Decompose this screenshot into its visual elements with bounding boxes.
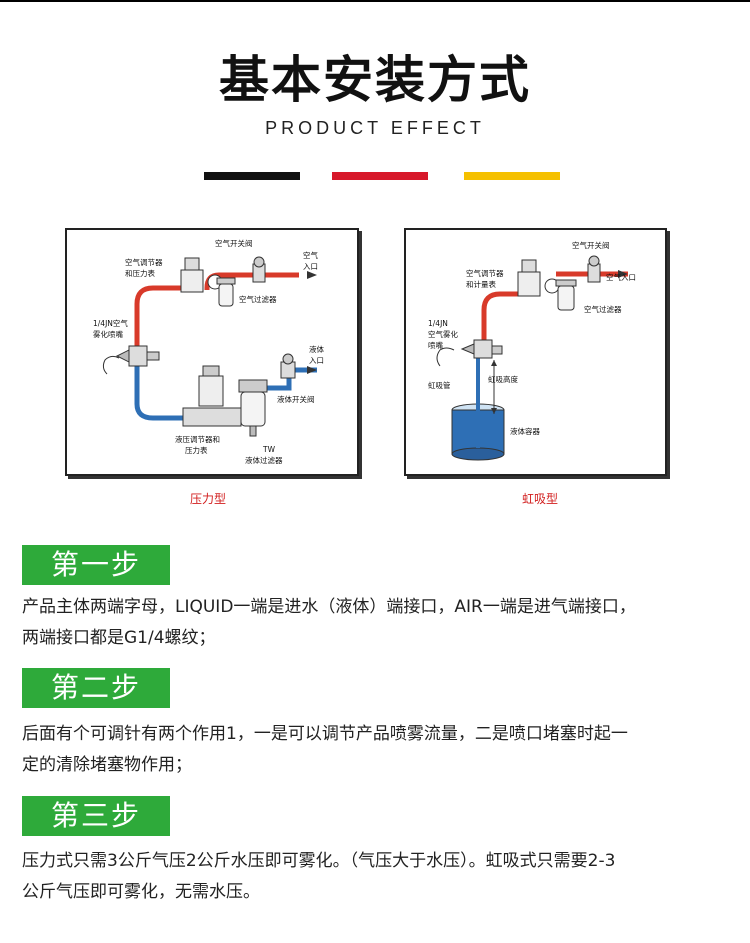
- page-subtitle: PRODUCT EFFECT: [265, 118, 485, 138]
- step-2-text: 后面有个可调针有两个作用1，一是可以调节产品喷雾流量，二是喷口堵塞时起一 定的清…: [22, 719, 738, 781]
- air-regulator-icon: [517, 259, 560, 297]
- label-nozzle-2: 雾化喷嘴: [93, 329, 123, 339]
- label-air-inlet-1: 空气: [303, 250, 318, 260]
- step-3-text-line2: 公斤气压即可雾化，无需水压。: [22, 882, 260, 902]
- pressure-diagram-svg: 空气开关阀 空气调节器 和压力表 空气 入口 空气过滤器 1/4JN空气 雾化喷…: [93, 238, 324, 465]
- label-liquid-regulator-2: 压力表: [185, 445, 208, 455]
- label-liquid-filter-1: TW: [262, 445, 276, 454]
- air-pipe-down: [134, 285, 182, 348]
- label-liquid-regulator-1: 液压调节器和: [175, 434, 220, 444]
- liquid-regulator-icon: [182, 365, 242, 427]
- step-2-text-line1: 后面有个可调针有两个作用1，一是可以调节产品喷雾流量，二是喷口堵塞时起一: [22, 724, 628, 744]
- label-liquid-inlet-2: 入口: [309, 356, 324, 365]
- step-1-text: 产品主体两端字母，LIQUID一端是进水（液体）端接口，AIR一端是进气端接口，…: [22, 592, 738, 654]
- hand-icon-left: [102, 355, 120, 375]
- label-liquid-valve: 液体开关阀: [277, 394, 315, 404]
- top-divider-line: [0, 0, 750, 2]
- air-filter-icon: [555, 279, 577, 311]
- nozzle-icon: [460, 339, 503, 359]
- label-air-filter: 空气过滤器: [239, 294, 277, 304]
- label-liquid-filter-2: 液体过滤器: [245, 455, 283, 465]
- label-nozzle-2: 空气雾化: [428, 329, 458, 339]
- label-air-regulator-2: 和计量表: [466, 279, 496, 289]
- label-nozzle-1: 1/4JN空气: [93, 318, 128, 328]
- label-air-filter: 空气过滤器: [584, 304, 622, 314]
- step-3-badge: 第三步: [22, 796, 170, 836]
- label-air-valve: 空气开关阀: [215, 238, 253, 248]
- air-valve-icon: [252, 256, 266, 283]
- decor-bar-red: [332, 172, 428, 180]
- liquid-inlet-arrow: [307, 366, 317, 374]
- air-inlet-arrow: [307, 271, 317, 279]
- label-air-inlet-2: 入口: [303, 262, 318, 271]
- label-air-regulator-1: 空气调节器: [125, 257, 163, 267]
- label-air-valve: 空气开关阀: [572, 240, 610, 250]
- label-air-regulator-1: 空气调节器: [466, 268, 504, 278]
- liquid-filter-icon: [238, 379, 268, 437]
- step-3-text-line1: 压力式只需3公斤气压2公斤水压即可雾化。（气压大于水压）。虹吸式只需要2-3: [22, 851, 616, 871]
- siphon-diagram-svg: 空气开关阀 空气调节器 和计量表 空气入口 空气过滤器 1/4JN 空气雾化 喷…: [428, 240, 636, 461]
- air-valve-icon: [587, 255, 601, 283]
- label-nozzle-3: 喷嘴: [428, 340, 443, 350]
- siphon-height-arrow-down: [491, 408, 497, 414]
- siphon-height-arrow-up: [491, 360, 497, 366]
- step-3-text: 压力式只需3公斤气压2公斤水压即可雾化。（气压大于水压）。虹吸式只需要2-3 公…: [22, 846, 738, 908]
- step-1-text-line2: 两端接口都是G1/4螺纹；: [22, 628, 216, 648]
- air-pipe-down: [481, 291, 521, 342]
- step-2-badge: 第二步: [22, 668, 170, 708]
- decor-bar-black: [204, 172, 300, 180]
- label-siphon-tube: 虹吸管: [428, 380, 451, 390]
- caption-siphon-type: 虹吸型: [521, 492, 558, 506]
- siphon-type-diagram: 空气开关阀 空气调节器 和计量表 空气入口 空气过滤器 1/4JN 空气雾化 喷…: [404, 228, 667, 476]
- air-inlet-arrow: [618, 270, 628, 278]
- air-regulator-icon: [180, 257, 223, 293]
- label-nozzle-1: 1/4JN: [428, 319, 448, 328]
- step-2-text-line2: 定的清除堵塞物作用；: [22, 755, 192, 775]
- liquid-valve-icon: [280, 353, 296, 379]
- label-siphon-height: 虹吸高度: [488, 374, 518, 384]
- caption-pressure-type: 压力型: [189, 492, 226, 506]
- label-air-inlet: 空气入口: [606, 272, 636, 282]
- liquid-pipe-bottom: [134, 365, 222, 421]
- liquid-pipe-right: [267, 367, 317, 391]
- decor-bar-yellow: [464, 172, 560, 180]
- pressure-type-diagram: 空气开关阀 空气调节器 和压力表 空气 入口 空气过滤器 1/4JN空气 雾化喷…: [65, 228, 359, 476]
- nozzle-icon: [115, 345, 160, 367]
- label-liquid-inlet-1: 液体: [309, 344, 324, 354]
- label-air-regulator-2: 和压力表: [125, 268, 155, 278]
- step-1-text-line1: 产品主体两端字母，LIQUID一端是进水（液体）端接口，AIR一端是进气端接口，: [22, 597, 636, 617]
- step-1-badge: 第一步: [22, 545, 170, 585]
- label-liquid-container: 液体容器: [510, 426, 540, 436]
- hand-icon: [436, 347, 455, 367]
- page-title: 基本安装方式: [219, 51, 531, 109]
- air-filter-icon: [216, 277, 236, 307]
